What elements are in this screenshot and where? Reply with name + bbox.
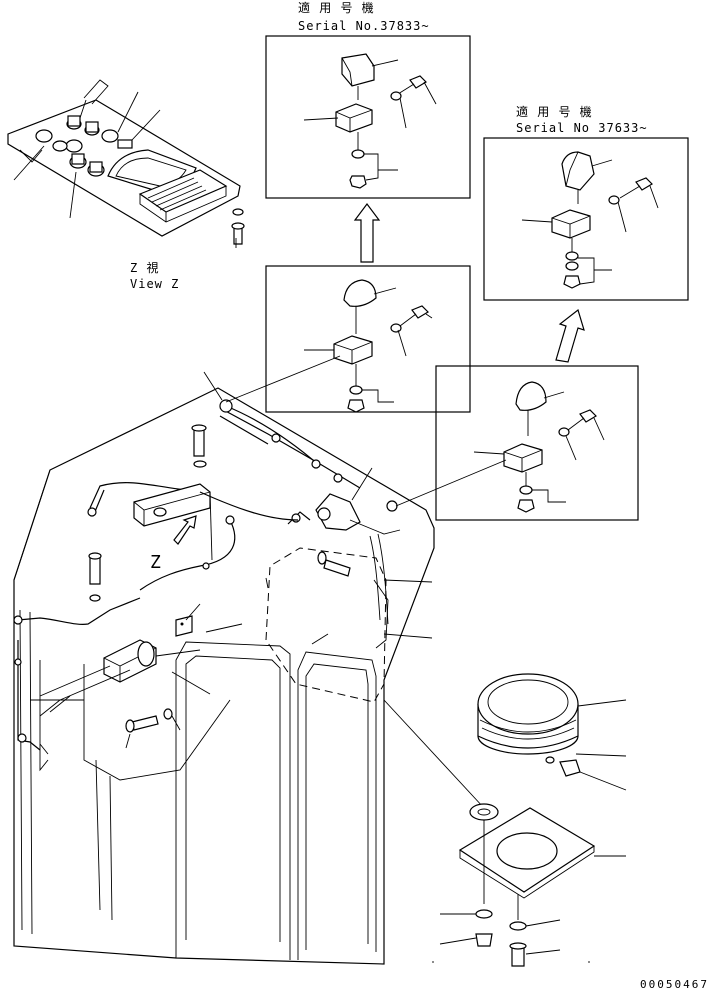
horn-assembly <box>477 673 627 791</box>
cab-body: Z <box>13 355 507 965</box>
middle-lamp-box <box>265 265 471 413</box>
arrow-up-icon <box>353 203 381 263</box>
drawing-number: 00050467 <box>640 978 709 991</box>
mount-plate <box>432 803 626 967</box>
cab-view-z-label: Z <box>150 552 162 573</box>
top-box-title-jp: 適 用 号 機 <box>298 0 375 15</box>
top-serial-box: 適 用 号 機 Serial No.37833~ <box>265 0 471 199</box>
top-box-title-serial: Serial No.37833~ <box>298 19 430 33</box>
right-box-title-serial: Serial No 37633~ <box>516 121 648 135</box>
right-lower-lamp-box <box>435 365 639 521</box>
right-serial-box: 適 用 号 機 Serial No 37633~ <box>483 104 689 301</box>
right-box-title-jp: 適 用 号 機 <box>516 104 593 119</box>
view-z-label-en: View Z <box>130 277 179 291</box>
view-z-label-jp: Z 視 <box>130 260 159 275</box>
arrow-up-right-icon <box>555 308 585 363</box>
lamp-icon <box>341 53 375 100</box>
view-z-panel: Z 視 View Z <box>7 79 245 291</box>
